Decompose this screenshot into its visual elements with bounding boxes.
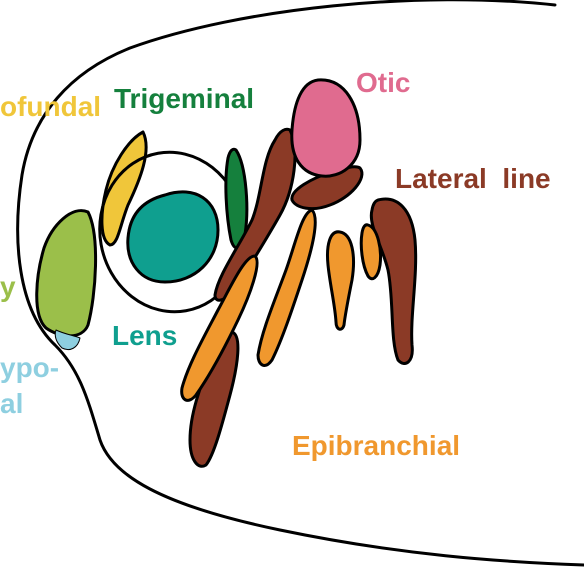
- hypophyseal-label-line-2: al: [0, 388, 23, 419]
- otic-label: Otic: [356, 67, 410, 98]
- epibranchial-placode-4: [359, 223, 382, 281]
- profundal-label: ofundal: [0, 91, 101, 122]
- hypophyseal-placode: [54, 329, 81, 351]
- epibranchial-placode-2: [256, 208, 317, 367]
- lateral-line-placode-1: [213, 127, 297, 302]
- hypophyseal-label-line-1: ypo-: [0, 352, 59, 383]
- lateral-line-label: Lateral line: [395, 163, 551, 194]
- olfactory-label: y: [0, 271, 16, 302]
- trigeminal-label: Trigeminal: [114, 83, 254, 114]
- trigeminal-placode: [224, 147, 249, 250]
- lateral-line-placode-3: [369, 197, 418, 365]
- olfactory-placode: [35, 209, 98, 338]
- lens-placode: [126, 190, 220, 284]
- epibranchial-placode-3: [326, 230, 355, 331]
- epibranchial-placode-1: [180, 254, 259, 402]
- otic-placode: [290, 78, 362, 178]
- lens-label: Lens: [112, 320, 177, 351]
- head-outline: [16, 0, 584, 567]
- epibranchial-label: Epibranchial: [292, 430, 460, 461]
